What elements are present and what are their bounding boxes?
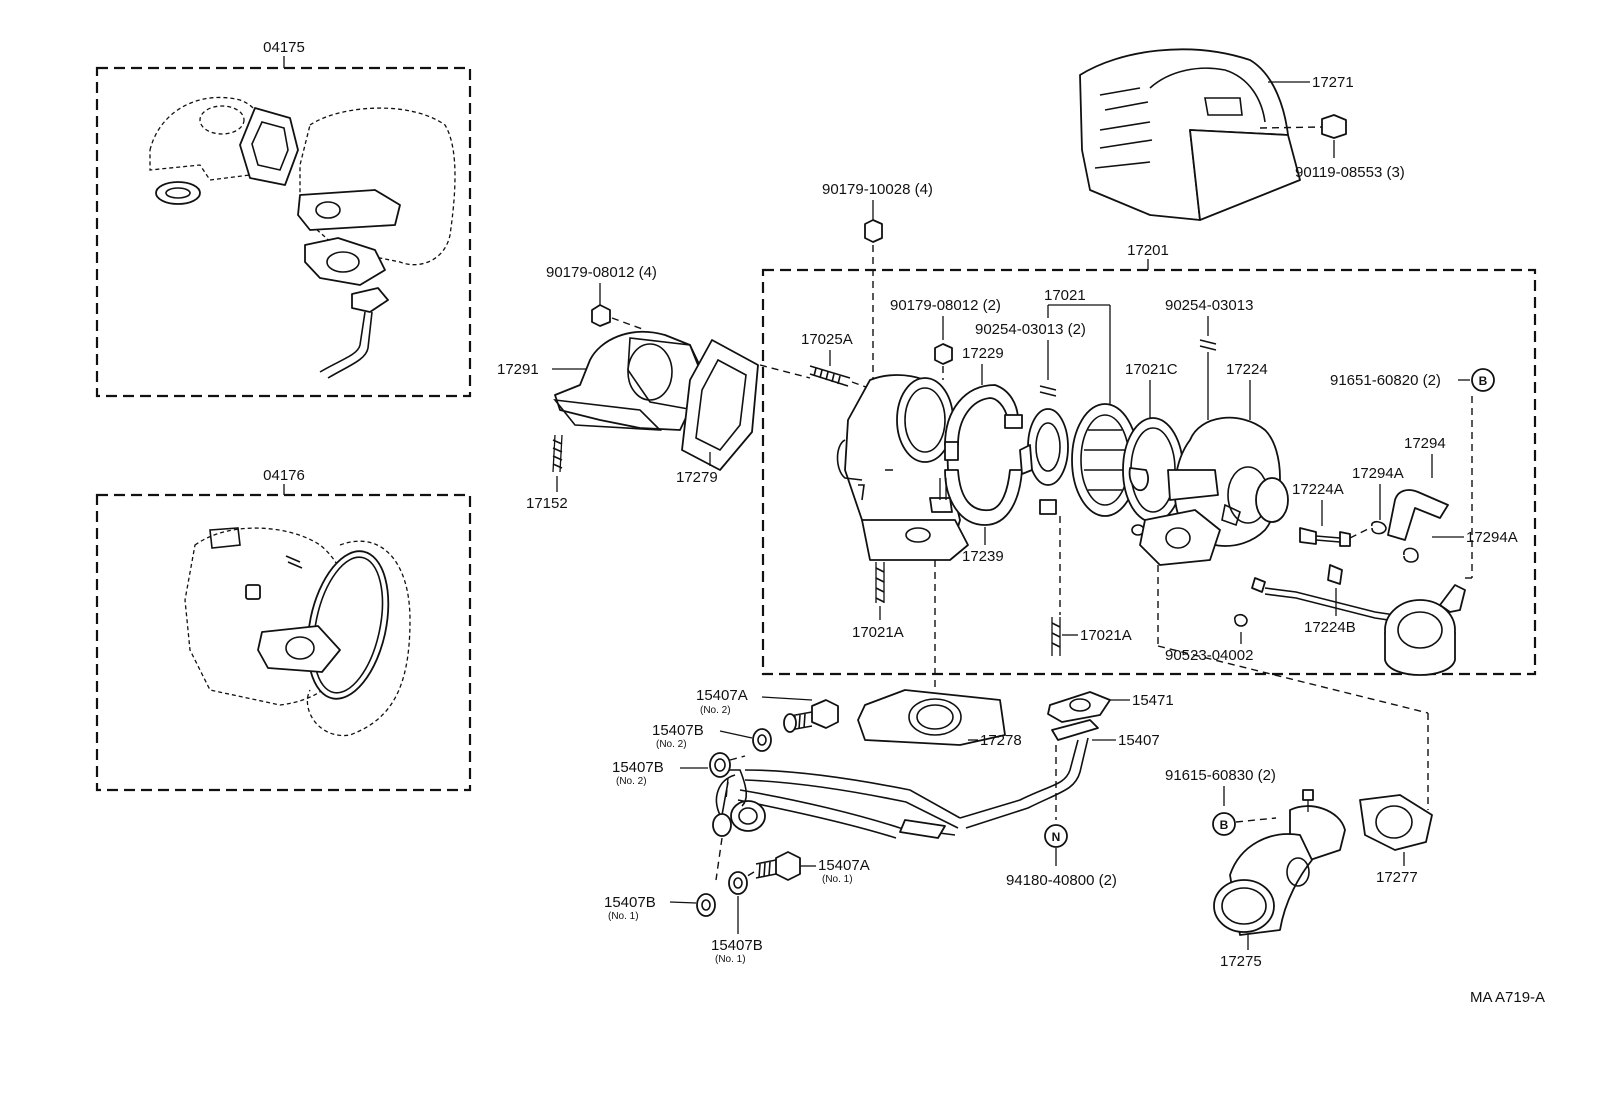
oil-pipe-15407-group: 15471 15407 N 94180-40800 (2) bbox=[715, 691, 1174, 889]
label-17294A-top: 17294A bbox=[1352, 465, 1404, 482]
label-17294: 17294 bbox=[1404, 435, 1446, 452]
kit-04175-box bbox=[95, 66, 472, 398]
label-94180-40800: 94180-40800 (2) bbox=[1006, 872, 1117, 889]
label-90119-08553: 90119-08553 (3) bbox=[1295, 164, 1405, 181]
diagram-code: MA A719-A bbox=[1470, 989, 1545, 1006]
kit-04176-box bbox=[95, 493, 472, 792]
label-15407: 15407 bbox=[1118, 732, 1160, 749]
outlet-elbow-group: 91615-60830 (2) B 17275 17277 bbox=[1165, 767, 1433, 970]
sub-no2-b: (No. 2) bbox=[656, 739, 687, 750]
label-91651-60820: 91651-60820 (2) bbox=[1330, 372, 1441, 389]
actuator-group: 17224B 90523-04002 bbox=[1165, 564, 1466, 676]
label-15471: 15471 bbox=[1132, 692, 1174, 709]
label-91615-60830: 91615-60830 (2) bbox=[1165, 767, 1276, 784]
label-17271: 17271 bbox=[1312, 74, 1354, 91]
label-17224A: 17224A bbox=[1292, 481, 1344, 498]
union-bolt-no2-group: 15407A (No. 2) 15407B (No. 2) 15407B (No… bbox=[612, 687, 839, 881]
nut-90179-10028-group: 90179-10028 (4) bbox=[822, 181, 933, 380]
label-90254-03013: 90254-03013 bbox=[1165, 297, 1253, 314]
label-15407B-no1-b: 15407B bbox=[711, 937, 763, 954]
label-17291: 17291 bbox=[497, 361, 539, 378]
marker-b-bottom bbox=[1212, 812, 1236, 836]
svg-text:B: B bbox=[1479, 374, 1488, 388]
hose-17294-group: 17294 17294A 17294A bbox=[1352, 435, 1518, 563]
sub-no1-b: (No. 1) bbox=[715, 954, 746, 965]
label-17152: 17152 bbox=[526, 495, 568, 512]
kit-04176-group: 04176 bbox=[95, 467, 472, 792]
center-housing-17021-group: 17021 90254-03013 (2) 17021C 17021A bbox=[975, 287, 1184, 656]
label-17229: 17229 bbox=[962, 345, 1004, 362]
clamp-17229-group: 90179-08012 (2) 17229 17239 bbox=[890, 297, 1023, 565]
label-90254-03013-2: 90254-03013 (2) bbox=[975, 321, 1086, 338]
marker-b-top bbox=[1471, 368, 1495, 392]
assembly-17201-box bbox=[761, 268, 1537, 676]
label-17275: 17275 bbox=[1220, 953, 1262, 970]
label-17021A-right: 17021A bbox=[1080, 627, 1132, 644]
bolt-91651-group: 91651-60820 (2) B bbox=[1330, 368, 1495, 579]
label-90179-10028: 90179-10028 (4) bbox=[822, 181, 933, 198]
compressor-housing-17224-group: 90254-03013 17224 bbox=[1139, 297, 1429, 810]
sub-no1-a: (No. 1) bbox=[822, 874, 853, 885]
kit-04176-label: 04176 bbox=[263, 467, 305, 484]
label-17239: 17239 bbox=[962, 548, 1004, 565]
kit-04175-label: 04175 bbox=[263, 39, 305, 56]
label-90179-08012-4: 90179-08012 (4) bbox=[546, 264, 657, 281]
marker-n bbox=[1044, 824, 1068, 848]
elbow-17291-group: 90179-08012 (4) 17291 17152 17279 bbox=[497, 264, 811, 512]
assembly-17201-label: 17201 bbox=[1127, 242, 1169, 259]
kit-04175-group: 04175 bbox=[95, 39, 472, 398]
label-17278: 17278 bbox=[980, 732, 1022, 749]
label-15407B-no2-b: 15407B bbox=[612, 759, 664, 776]
label-15407B-no1-a: 15407B bbox=[604, 894, 656, 911]
label-17294A-bottom: 17294A bbox=[1466, 529, 1518, 546]
label-17021: 17021 bbox=[1044, 287, 1086, 304]
label-15407B-no2-a: 15407B bbox=[652, 722, 704, 739]
gasket-17278-group: 17278 bbox=[857, 560, 1022, 749]
fitting-17224A-group: 17224A bbox=[1292, 481, 1371, 547]
svg-text:N: N bbox=[1052, 830, 1061, 844]
label-15407A-no1: 15407A bbox=[818, 857, 870, 874]
label-17277: 17277 bbox=[1376, 869, 1418, 886]
sub-no2-c: (No. 2) bbox=[616, 776, 647, 787]
sub-no1-c: (No. 1) bbox=[608, 911, 639, 922]
label-15407A-no2: 15407A bbox=[696, 687, 748, 704]
union-bolt-no1-group: 15407A (No. 1) 15407B (No. 1) 15407B (No… bbox=[604, 851, 870, 965]
heat-shield-17271-group: 17271 90119-08553 (3) bbox=[1079, 48, 1405, 221]
label-17279: 17279 bbox=[676, 469, 718, 486]
label-17021C: 17021C bbox=[1125, 361, 1178, 378]
label-90179-08012-2: 90179-08012 (2) bbox=[890, 297, 1001, 314]
svg-text:B: B bbox=[1220, 818, 1229, 832]
label-17021A-left: 17021A bbox=[852, 624, 904, 641]
sub-no2-a: (No. 2) bbox=[700, 705, 731, 716]
label-17224: 17224 bbox=[1226, 361, 1268, 378]
label-90523-04002: 90523-04002 bbox=[1165, 647, 1253, 664]
label-17224B: 17224B bbox=[1304, 619, 1356, 636]
label-17025A: 17025A bbox=[801, 331, 853, 348]
